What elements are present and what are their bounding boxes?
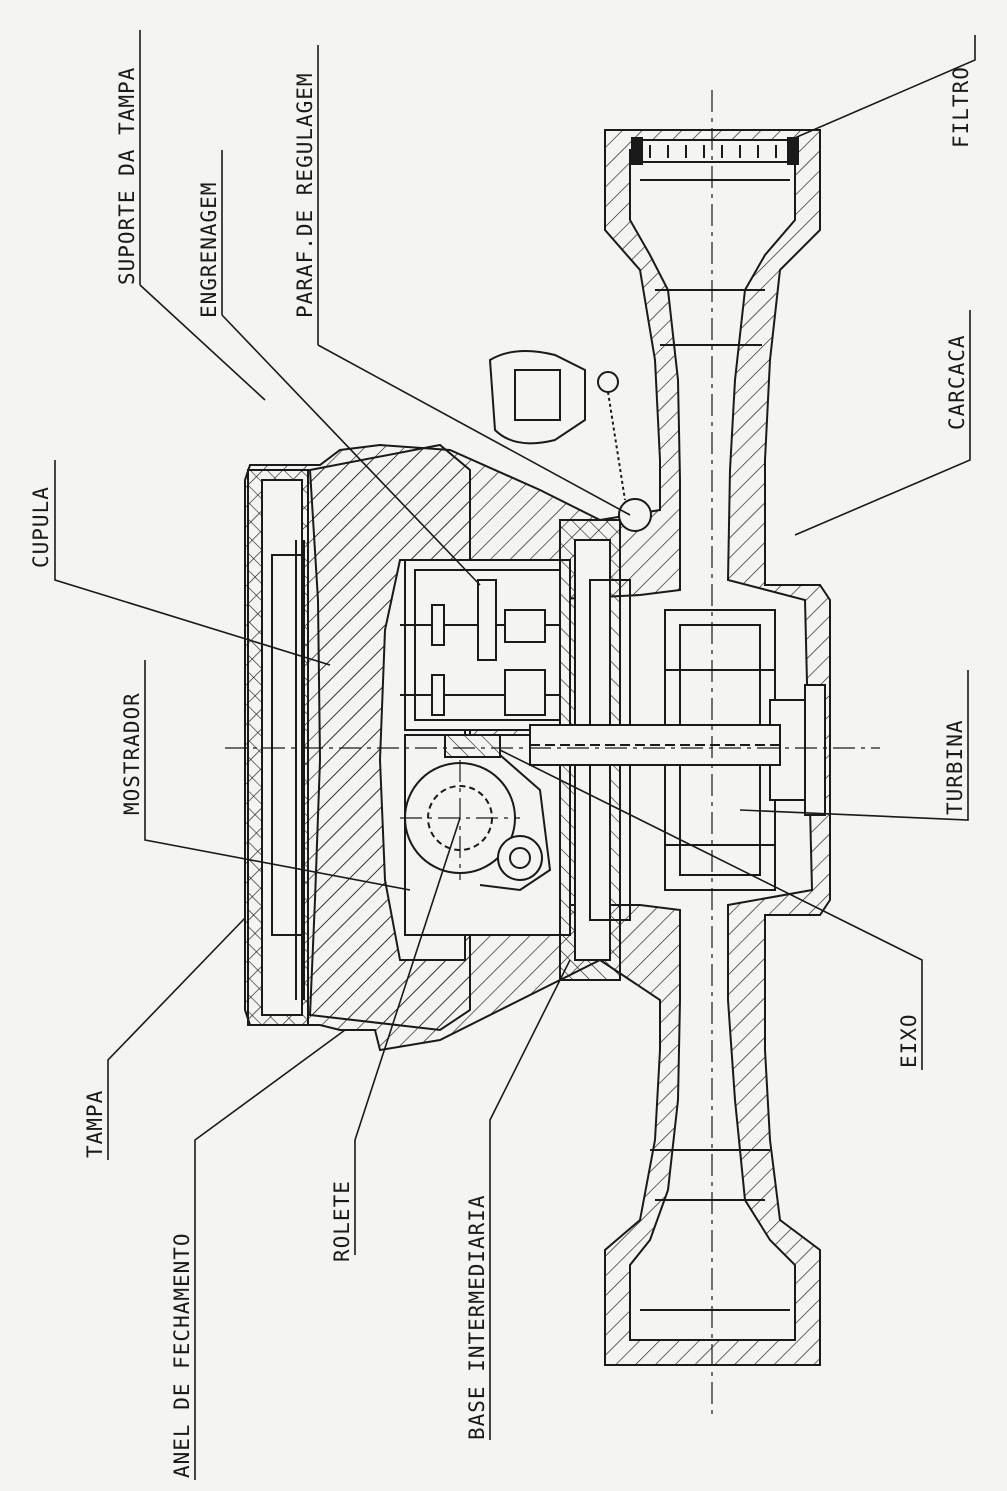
label-rolete: ROLETE [330, 1180, 354, 1262]
label-suporte-da-tampa: SUPORTE DA TAMPA [115, 67, 139, 285]
label-base-intermediaria: BASE INTERMEDIARIA [465, 1194, 489, 1440]
label-engrenagem: ENGRENAGEM [197, 182, 221, 318]
label-filtro: FILTRO [949, 66, 973, 148]
label-tampa: TAMPA [83, 1090, 107, 1158]
shaft [529, 724, 781, 766]
adjusting-screw [488, 350, 652, 532]
label-mostrador: MOSTRADOR [120, 692, 144, 815]
filter-screen [631, 137, 799, 165]
labels: SUPORTE DA TAMPA ENGRENAGEM PARAF.DE REG… [29, 66, 973, 1478]
label-eixo: EIXO [897, 1013, 921, 1068]
label-carcaca: CARCACA [945, 334, 969, 430]
label-anel-de-fechamento: ANEL DE FECHAMENTO [170, 1232, 194, 1478]
label-paraf-de-regulagem: PARAF.DE REGULAGEM [293, 72, 317, 318]
label-cupula: CUPULA [29, 486, 53, 568]
gear-train [400, 559, 571, 731]
label-turbina: TURBINA [943, 719, 967, 815]
leader-lines [54, 30, 976, 1480]
